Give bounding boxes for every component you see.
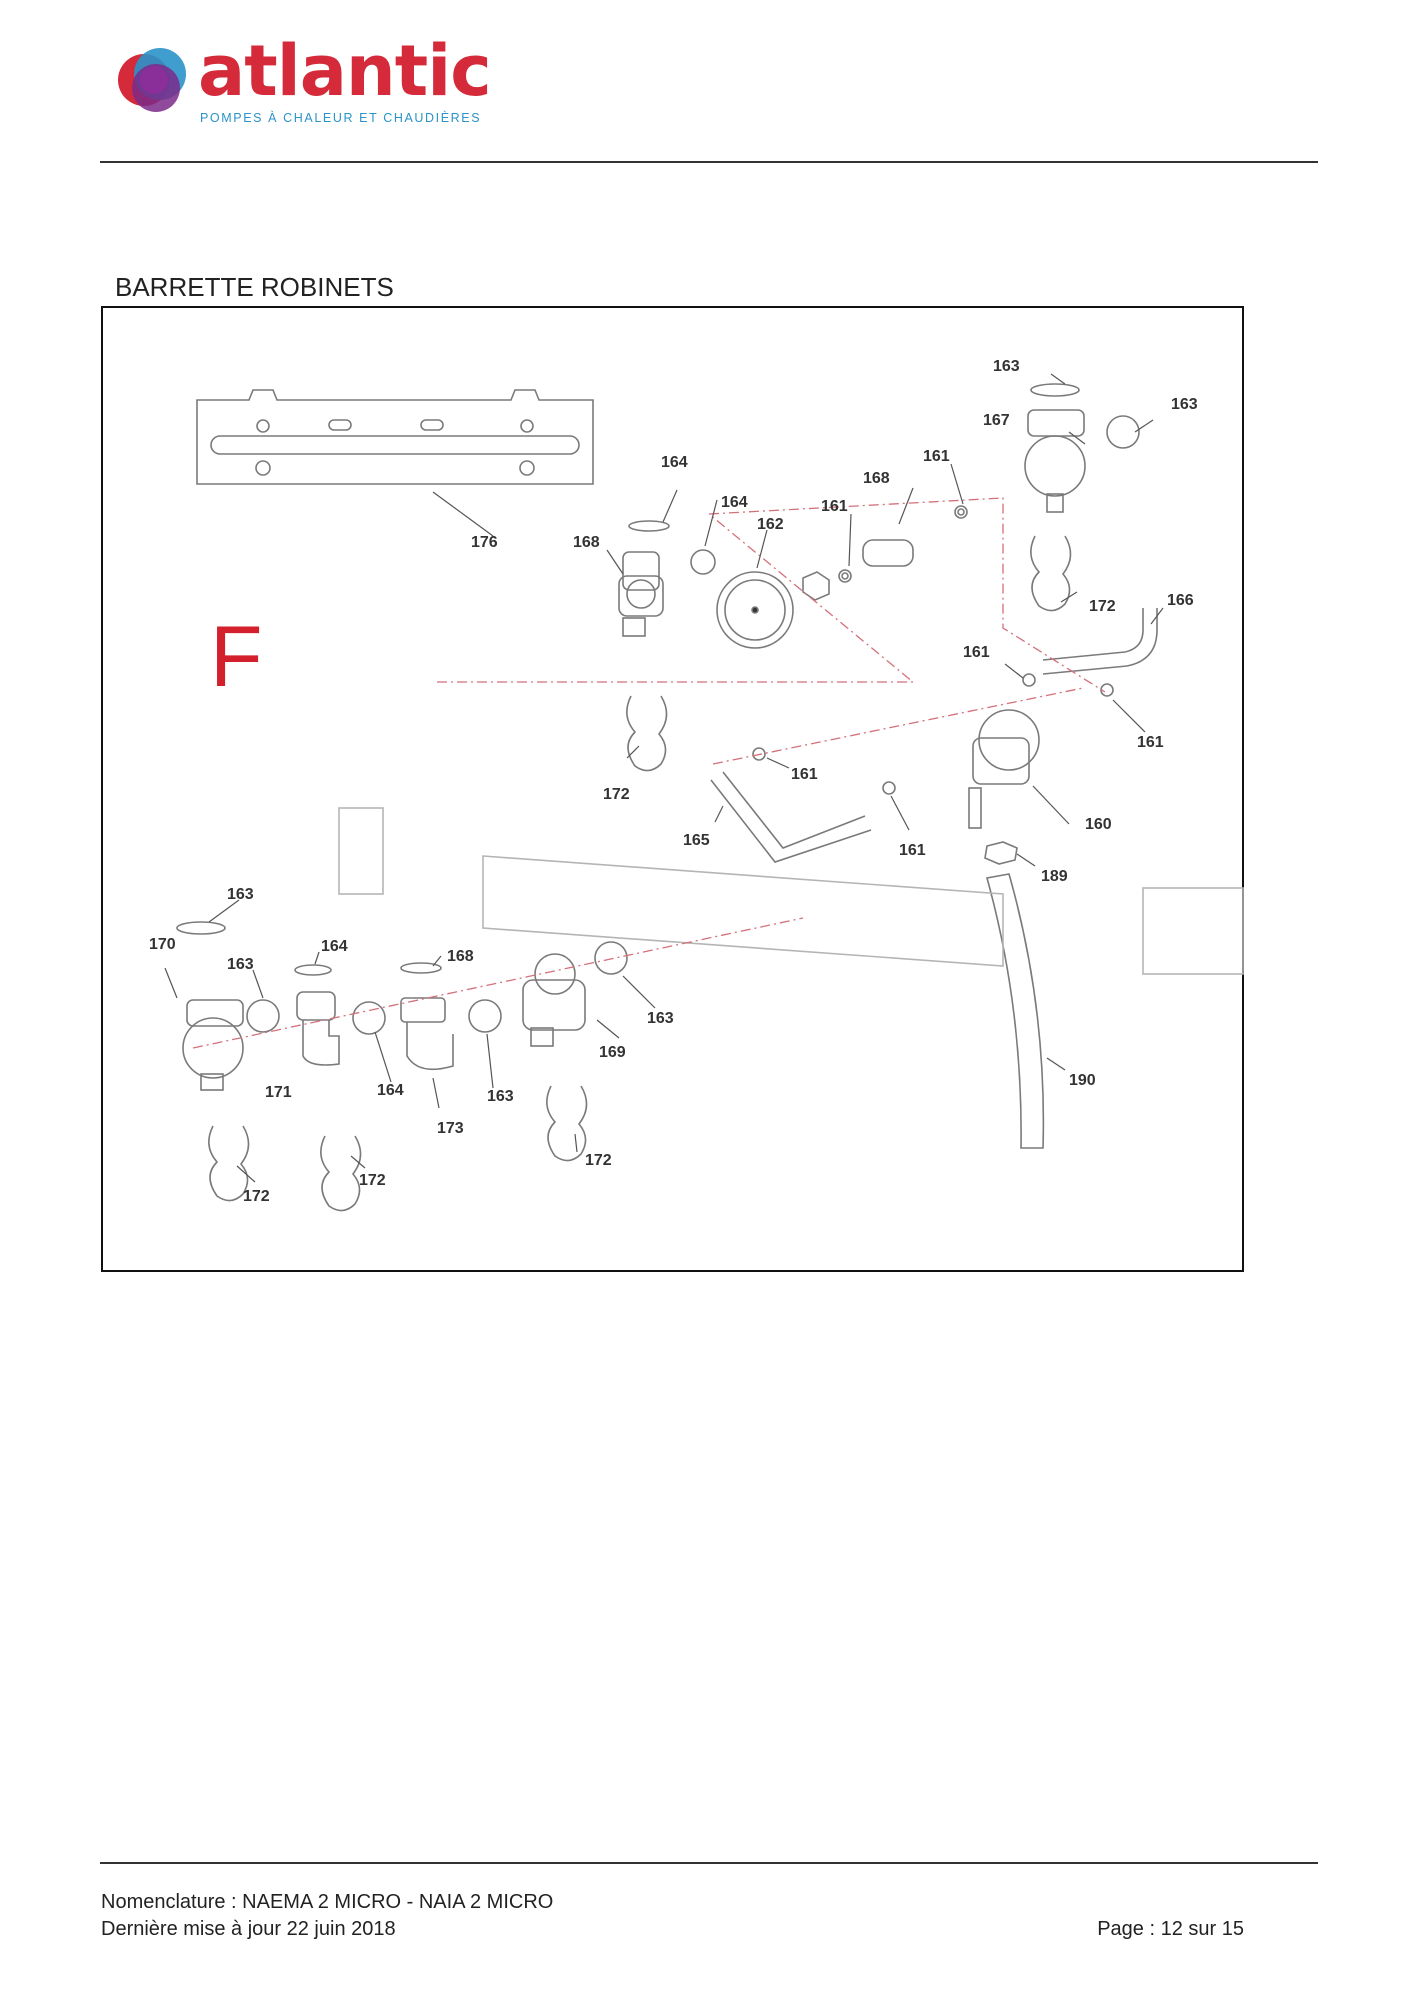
part-callout: 189	[1041, 868, 1068, 885]
mounting-bar-176	[196, 389, 594, 485]
part-callout: 169	[599, 1044, 626, 1061]
section-title: BARRETTE ROBINETS	[115, 272, 394, 302]
part-callout: 172	[1089, 598, 1116, 615]
part-callout: 173	[437, 1120, 464, 1137]
part-callout: 162	[757, 516, 784, 533]
part-callout: 163	[647, 1010, 674, 1027]
part-callout: 163	[487, 1088, 514, 1105]
part-callout: 164	[661, 454, 688, 471]
exploded-parts-diagram: F 163 163 167 161 168 164 164 161 162 17…	[101, 306, 1244, 1272]
footer-nomenclature: Nomenclature : NAEMA 2 MICRO - NAIA 2 MI…	[101, 1891, 554, 1913]
part-callout: 161	[791, 766, 818, 783]
part-callout: 168	[447, 948, 474, 965]
part-callout: 163	[1171, 396, 1198, 413]
part-callout: 166	[1167, 592, 1194, 609]
part-callout: 161	[1137, 734, 1164, 751]
part-callout: 167	[983, 412, 1010, 429]
part-callout: 170	[149, 936, 176, 953]
header-divider	[100, 161, 1318, 163]
part-callout: 164	[321, 938, 348, 955]
part-callout: 161	[923, 448, 950, 465]
parts-drawing	[164, 373, 1244, 1212]
footer-divider	[100, 1862, 1318, 1864]
part-callout: 164	[377, 1082, 404, 1099]
figure-letter: F	[210, 609, 263, 705]
atlantic-logo-mark	[118, 48, 186, 112]
part-callout: 172	[603, 786, 630, 803]
part-callout: 165	[683, 832, 710, 849]
page-number: Page : 12 sur 15	[1097, 1918, 1244, 1940]
part-callout: 168	[573, 534, 600, 551]
part-callout: 163	[227, 886, 254, 903]
brand-tagline: POMPES À CHALEUR ET CHAUDIÈRES	[200, 111, 482, 125]
part-callout: 190	[1069, 1072, 1096, 1089]
part-callout: 160	[1085, 816, 1112, 833]
part-callout: 163	[227, 956, 254, 973]
part-callout: 176	[471, 534, 498, 551]
part-callout: 172	[359, 1172, 386, 1189]
brand-name: atlantic	[198, 30, 492, 112]
part-callout: 161	[963, 644, 990, 661]
part-callout: 172	[585, 1152, 612, 1169]
part-callout: 161	[821, 498, 848, 515]
part-callout: 171	[265, 1084, 292, 1101]
part-callout: 168	[863, 470, 890, 487]
part-callout: 172	[243, 1188, 270, 1205]
part-callout: 163	[993, 358, 1020, 375]
part-callout: 164	[721, 494, 748, 511]
part-callout: 161	[899, 842, 926, 859]
footer-update-date: Dernière mise à jour 22 juin 2018	[101, 1918, 396, 1940]
